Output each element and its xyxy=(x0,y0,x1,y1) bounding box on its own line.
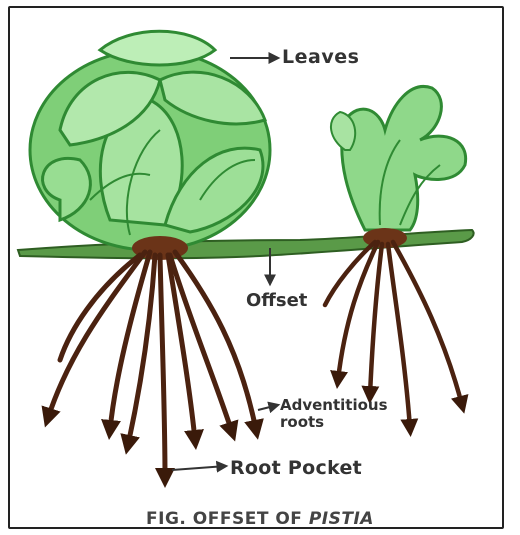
big-plant-leaves xyxy=(30,31,270,250)
adventitious-label-line1: Adventitious xyxy=(280,397,420,414)
small-plant-leaves xyxy=(331,86,466,230)
caption-prefix: FIG. OFFSET OF xyxy=(146,509,302,529)
root-pocket-arrow xyxy=(172,466,226,470)
leaves-label: Leaves xyxy=(282,46,359,68)
adventitious-roots-label: Adventitious roots xyxy=(280,397,420,431)
root-pocket-label: Root Pocket xyxy=(230,457,362,479)
figure-caption: FIG. OFFSET OF PISTIA xyxy=(0,509,520,529)
offset-label: Offset xyxy=(246,290,307,311)
adventitious-label-line2: roots xyxy=(280,414,420,431)
adventitious-arrow xyxy=(258,405,278,410)
big-plant-adventitious-roots xyxy=(48,252,256,478)
caption-species: PISTIA xyxy=(309,509,374,529)
